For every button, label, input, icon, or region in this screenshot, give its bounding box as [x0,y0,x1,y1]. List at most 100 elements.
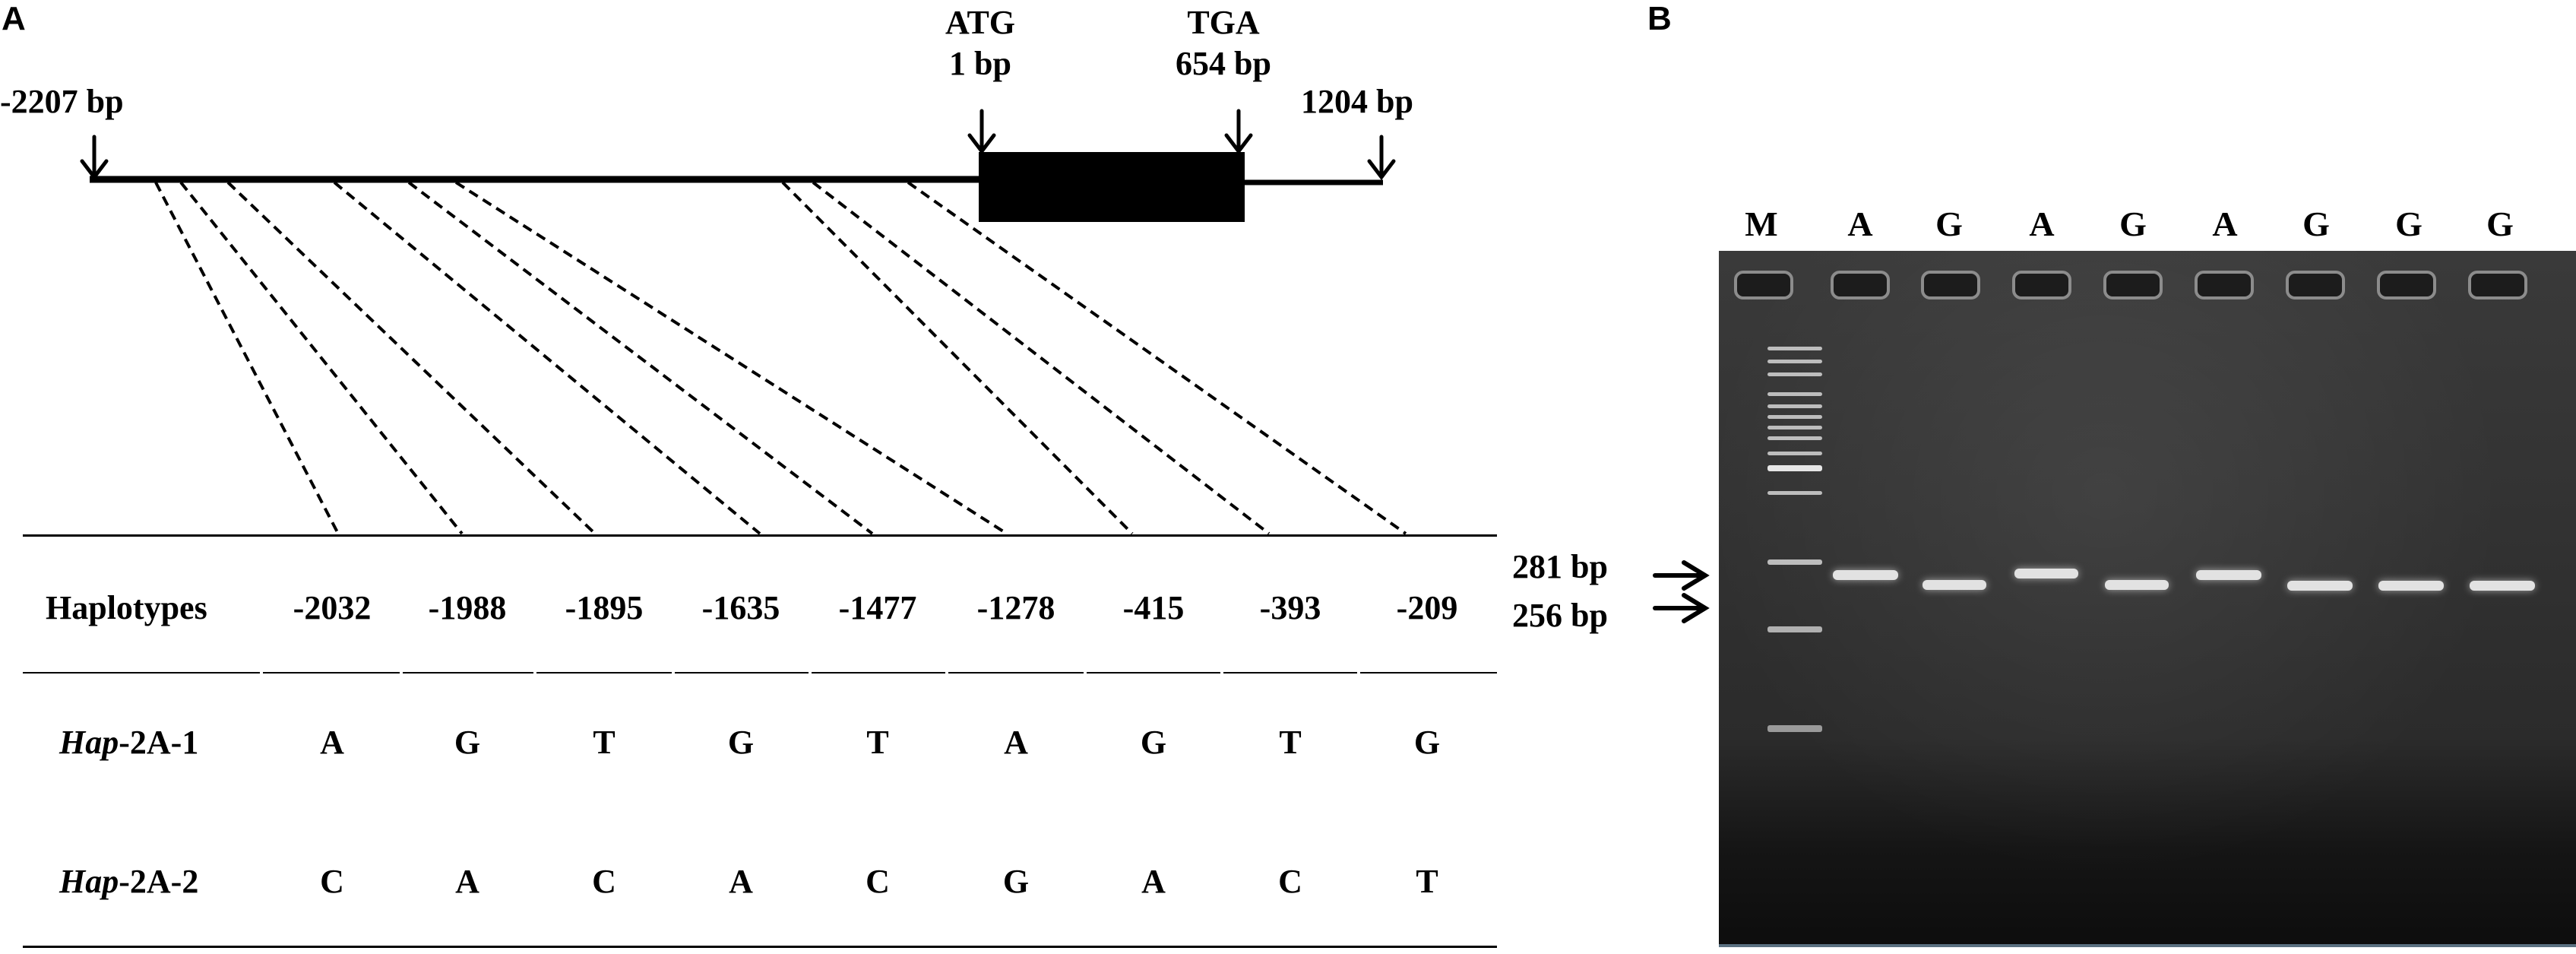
table-bottom-rule [23,946,1497,948]
allele-cell: A [729,863,753,900]
lane-label: G [2395,204,2423,243]
ladder-band [1767,404,1822,408]
gel-image [1719,251,2576,947]
allele-cell: C [1278,863,1302,900]
lane-label: G [1935,204,1963,243]
allele-cell: G [1140,724,1167,761]
header-underline [1087,672,1220,674]
position-header: -1988 [428,589,507,626]
position-header: -1278 [976,589,1055,626]
lane-label: G [2486,204,2514,243]
gel-well [2103,271,2163,300]
header-underline [1223,672,1357,674]
start-arrow-icon [80,135,109,181]
tga-position-label: 654 bp [1176,45,1271,82]
ladder-band [1767,559,1822,565]
ladder-band [1767,372,1822,376]
ladder-band [1767,725,1822,732]
gel-well [2377,271,2436,300]
header-underline [403,672,533,674]
position-header: -2032 [293,589,372,626]
lane-label: A [2029,204,2055,243]
allele-cell: G [727,724,755,761]
allele-cell: T [1416,863,1438,900]
allele-cell: T [866,724,889,761]
sample-band-281 [2196,570,2261,580]
position-header: -1635 [701,589,780,626]
allele-cell: A [320,724,344,761]
position-header: -415 [1122,589,1185,626]
allele-cell: C [592,863,616,900]
allele-cell: G [1002,863,1030,900]
lane-label: A [2212,204,2238,243]
gel-well [2195,271,2254,300]
allele-cell: G [1413,724,1441,761]
sample-band-256 [2105,580,2169,590]
gene-start-label: -2207 bp [0,83,124,120]
tga-arrow-icon [1224,109,1253,155]
ladder-band [1767,491,1822,495]
ladder-band [1767,452,1822,455]
ladder-band [1767,426,1822,429]
arrow-right-icon [1653,593,1710,623]
header-underline [1360,672,1497,674]
allele-cell: C [320,863,344,900]
ladder-band [1767,392,1822,396]
ladder-band [1767,436,1822,440]
header-underline [948,672,1084,674]
end-arrow-icon [1367,135,1396,181]
arrow-right-icon [1653,560,1710,591]
atg-codon-label: ATG [945,4,1016,41]
tga-codon-label: TGA [1187,4,1260,41]
position-header: -209 [1396,589,1458,626]
gel-well [1734,271,1793,300]
lane-label: A [1847,204,1873,243]
ladder-band [1767,360,1822,363]
sample-band-281 [2014,569,2078,578]
sample-band-256 [2287,581,2353,591]
gel-well [2012,271,2071,300]
ladder-band [1767,415,1822,419]
table-header-haplotypes: Haplotypes [46,589,207,626]
gel-well [2286,271,2345,300]
ladder-band [1767,347,1822,350]
header-underline [675,672,809,674]
position-header: -1895 [565,589,644,626]
panel-a-letter: A [2,0,26,37]
allele-cell: A [455,863,479,900]
header-underline [812,672,945,674]
gene-end-label: 1204 bp [1301,83,1413,120]
allele-cell: T [593,724,616,761]
header-underline [263,672,400,674]
coding-region-block [979,152,1245,222]
lane-label: G [2119,204,2147,243]
gene-structure-diagram [80,109,1407,535]
size-label-256: 256 bp [1512,597,1608,634]
allele-cell: T [1279,724,1302,761]
position-header: -393 [1259,589,1321,626]
sample-band-256 [2470,581,2535,591]
gel-well [1831,271,1890,300]
lane-label-marker: M [1745,204,1778,243]
sample-band-256 [2378,581,2444,591]
size-label-281: 281 bp [1512,548,1608,585]
table-top-rule [23,534,1497,537]
atg-position-label: 1 bp [949,45,1011,82]
sample-band-256 [1923,580,1986,590]
panel-b-letter: B [1647,0,1672,37]
position-header: -1477 [838,589,917,626]
atg-arrow-icon [967,109,996,155]
snp-connector-lines [154,181,1407,535]
allele-cell: A [1141,863,1166,900]
haplotype-row-name: Hap-2A-1 [59,724,199,761]
allele-cell: A [1004,724,1028,761]
ladder-band [1767,626,1822,632]
haplotype-row-name: Hap-2A-2 [59,863,199,900]
lane-label: G [2302,204,2330,243]
ladder-band [1767,465,1822,471]
gel-well [1921,271,1980,300]
gel-bottom-edge [1719,944,2576,947]
gel-well [2468,271,2527,300]
sample-band-281 [1833,570,1898,580]
allele-cell: G [454,724,481,761]
